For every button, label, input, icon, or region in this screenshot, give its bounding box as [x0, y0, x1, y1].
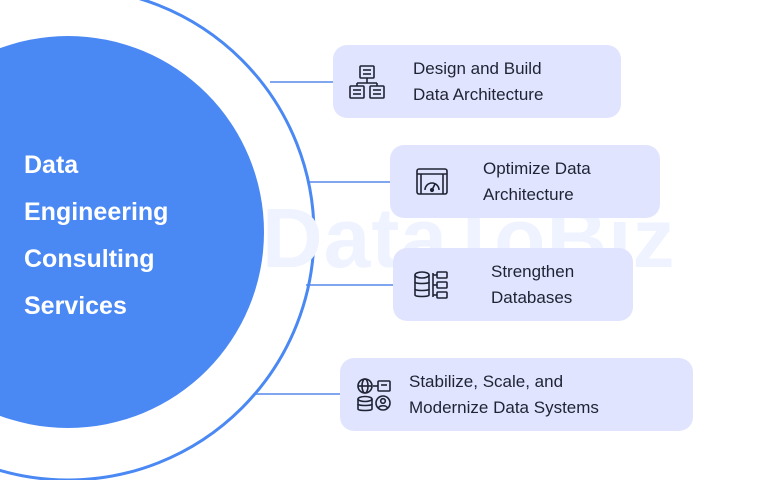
dashboard-gauge-icon	[416, 167, 448, 195]
service-label-line: Modernize Data Systems	[409, 398, 599, 417]
center-title-line: Services	[24, 292, 127, 320]
service-label-line: Stabilize, Scale, and	[409, 372, 564, 391]
service-label-line: Architecture	[483, 185, 574, 204]
center-title-line: Data	[24, 151, 79, 179]
service-card-design-build: Design and Build Data Architecture	[333, 45, 621, 118]
service-label-line: Strengthen	[491, 262, 575, 281]
server-stack-icon	[349, 64, 385, 99]
service-label: Strengthen Databases	[491, 259, 574, 311]
service-label-line: Design and Build	[413, 59, 542, 78]
service-card-optimize: Optimize Data Architecture	[390, 145, 660, 218]
center-title-line: Engineering	[24, 198, 169, 226]
service-label-line: Data Architecture	[413, 85, 544, 104]
service-label-line: Databases	[491, 288, 573, 307]
center-circle	[0, 36, 264, 428]
service-card-strengthen: Strengthen Databases	[393, 248, 633, 321]
center-title-line: Consulting	[24, 245, 155, 273]
network-database-icon	[357, 377, 391, 411]
service-label: Stabilize, Scale, and Modernize Data Sys…	[409, 369, 599, 421]
service-label-line: Optimize Data	[483, 159, 591, 178]
database-tree-icon	[414, 270, 448, 299]
outer-ring	[0, 0, 316, 480]
service-label: Design and Build Data Architecture	[413, 56, 543, 108]
service-label: Optimize Data Architecture	[483, 156, 591, 208]
center-title: Data Engineering Consulting Services	[24, 142, 168, 330]
service-card-stabilize: Stabilize, Scale, and Modernize Data Sys…	[340, 358, 693, 431]
